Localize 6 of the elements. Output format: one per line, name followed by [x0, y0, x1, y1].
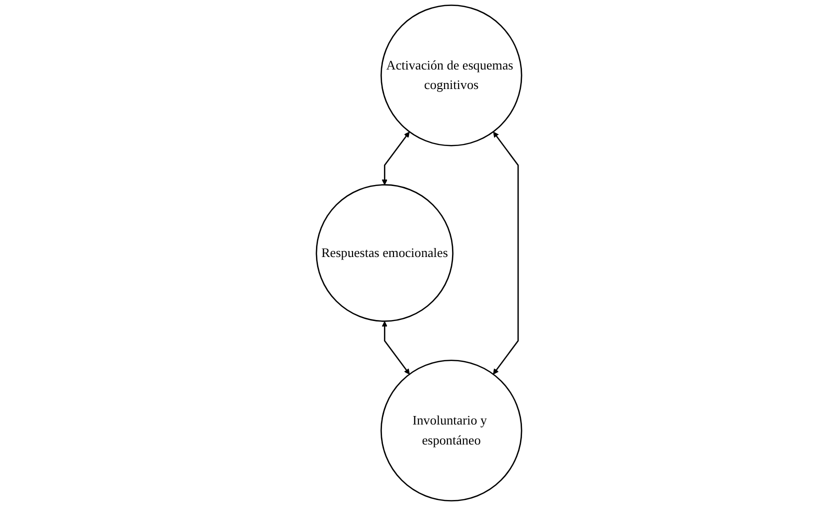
arrow: [382, 321, 410, 374]
arrow: [493, 132, 519, 374]
arrow: [382, 132, 410, 186]
node-circle: Involuntario y espontáneo: [380, 360, 522, 502]
node-circle: Respuestas emocionales: [316, 184, 454, 322]
node-circle: Activación de esquemas cognitivos: [380, 4, 522, 146]
